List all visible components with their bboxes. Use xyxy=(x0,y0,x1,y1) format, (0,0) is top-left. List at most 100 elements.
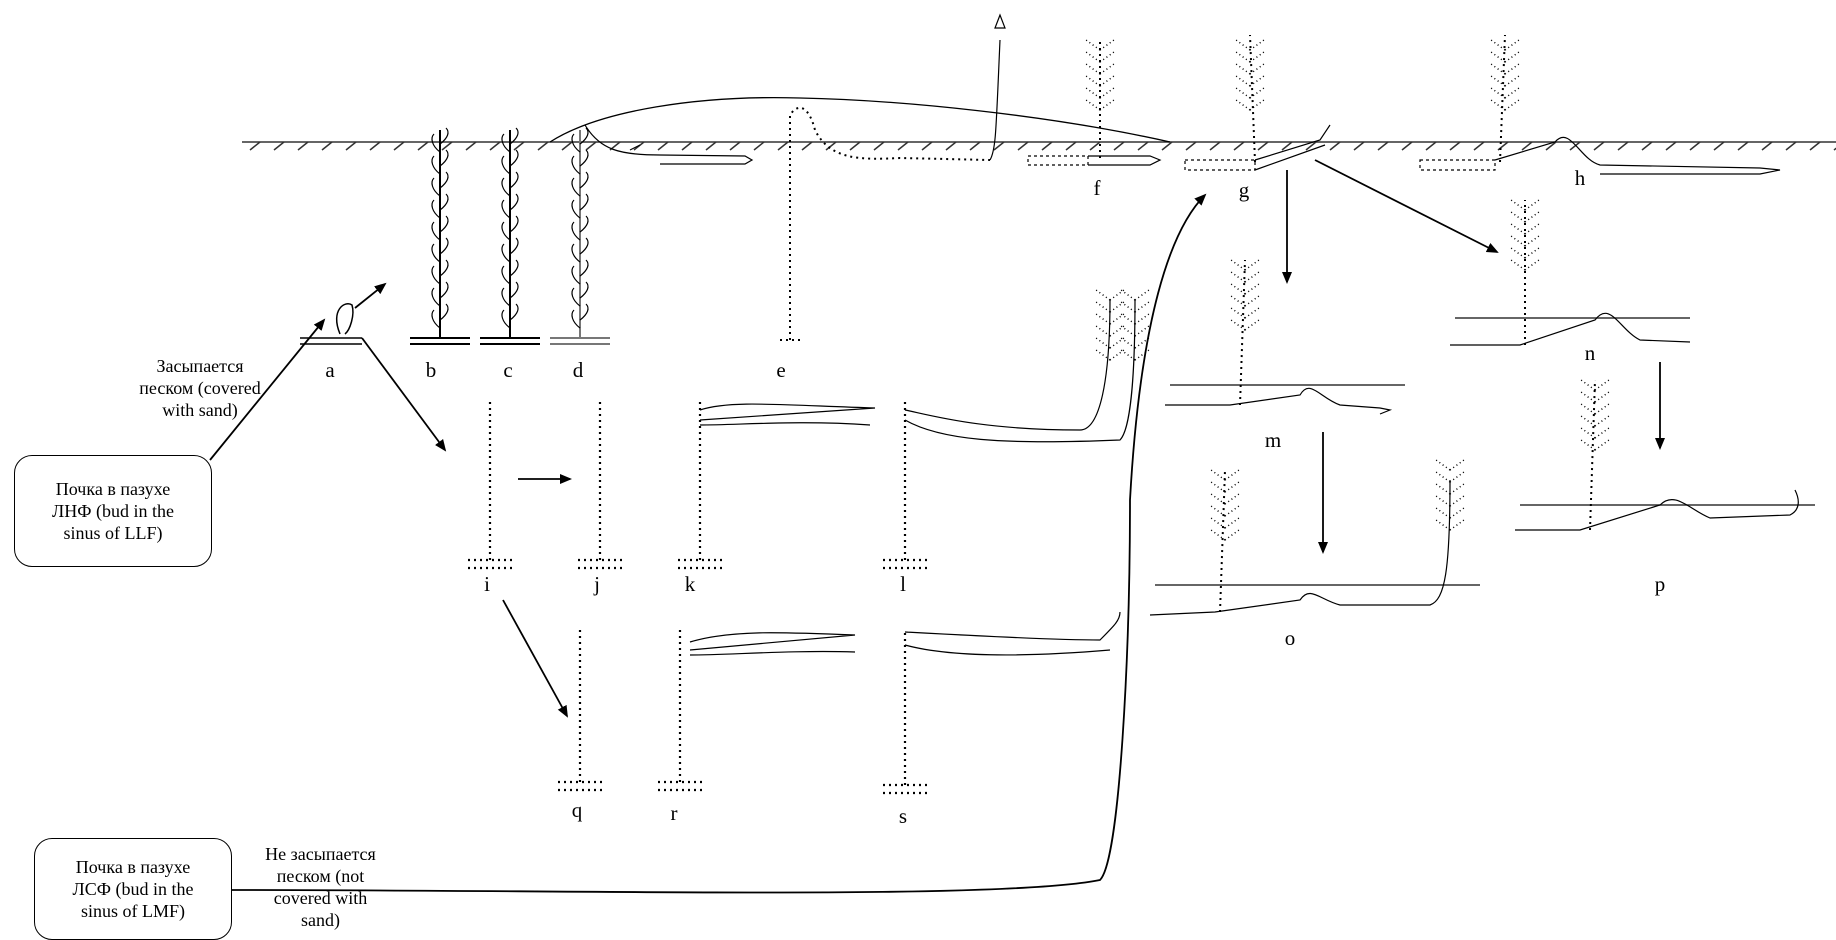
lmf-bud-box: Почка в пазухе ЛСФ (bud in the sinus of … xyxy=(34,838,232,940)
stage-label-e: e xyxy=(776,358,786,382)
inflorescence-branch xyxy=(1510,247,1540,259)
stage-label-a: a xyxy=(325,358,335,382)
inflorescence-branch xyxy=(1120,313,1150,325)
llf-bud-box: Почка в пазухе ЛНФ (bud in the sinus of … xyxy=(14,455,212,567)
inflorescence-branch xyxy=(1235,75,1265,87)
leaf-scale xyxy=(571,237,589,263)
inflorescence-branch xyxy=(1235,99,1265,111)
dotted-vertical-shoots xyxy=(468,400,927,795)
leaf-scale xyxy=(571,193,589,219)
arrow-a-to-i xyxy=(361,337,447,452)
inflorescence-branch xyxy=(1435,459,1465,471)
stage-label-f: f xyxy=(1093,176,1101,200)
stage-label-h: h xyxy=(1574,166,1586,190)
stage-g-plant xyxy=(1184,34,1331,171)
stage-label-l: l xyxy=(900,572,906,596)
inflorescence-branch xyxy=(1210,517,1240,529)
inflorescence-branch xyxy=(1085,39,1115,51)
inflorescence-branch xyxy=(1095,349,1125,361)
inflorescence-branch xyxy=(1085,75,1115,87)
leaf-clusters xyxy=(1085,39,1610,541)
leaf-scale xyxy=(431,215,449,241)
inflorescence-branch xyxy=(1095,289,1125,301)
inflorescence-branch xyxy=(1510,235,1540,247)
vertical-shoots-bcd xyxy=(410,127,610,345)
inflorescence-branch xyxy=(1120,289,1150,301)
leaf-scale xyxy=(571,215,589,241)
stage-label-r: r xyxy=(670,801,678,825)
leaf-scale xyxy=(571,281,589,307)
stage-a-bud xyxy=(300,303,362,345)
leaf-scale xyxy=(431,281,449,307)
inflorescence-branch xyxy=(1120,337,1150,349)
stage-label-p: p xyxy=(1654,572,1666,596)
inflorescence-branch xyxy=(1085,99,1115,111)
inflorescence-branch xyxy=(1435,507,1465,519)
leaf-scale xyxy=(431,193,449,219)
inflorescence-branch xyxy=(1210,505,1240,517)
leaf-scale xyxy=(501,149,519,175)
inflorescence-branch xyxy=(1235,87,1265,99)
inflorescence-branch xyxy=(1230,271,1260,283)
arrow-g-to-n xyxy=(1314,159,1499,253)
inflorescence-branch xyxy=(1490,63,1520,75)
inflorescence-branch xyxy=(1210,529,1240,541)
inflorescence-branch xyxy=(1580,439,1610,451)
inflorescence-branch xyxy=(1435,519,1465,531)
inflorescence-branch xyxy=(1095,313,1125,325)
leaf-scale xyxy=(431,237,449,263)
inflorescence-branch xyxy=(1230,259,1260,271)
inflorescence-branch xyxy=(1120,349,1150,361)
inflorescence-branch xyxy=(1210,493,1240,505)
leaf-scale xyxy=(571,149,589,175)
stage-label-c: c xyxy=(503,358,513,382)
plants-mnop xyxy=(1149,200,1799,616)
stage-f-plant xyxy=(1027,40,1162,166)
inflorescence-branch xyxy=(1230,319,1260,331)
sand-dune-outline xyxy=(549,97,1171,143)
leaf-scale xyxy=(501,127,519,153)
inflorescence-branch xyxy=(1230,295,1260,307)
stage-label-j: j xyxy=(594,572,600,596)
leaf-scale xyxy=(501,281,519,307)
inflorescence-branch xyxy=(1580,415,1610,427)
inflorescence-branch xyxy=(1095,337,1125,349)
inflorescence-branch xyxy=(1580,427,1610,439)
dotted-shoot xyxy=(678,400,722,570)
stage-label-s: s xyxy=(898,804,908,828)
horizontal-rhizomes-klrs xyxy=(689,299,1136,656)
inflorescence-branch xyxy=(1210,469,1240,481)
inflorescence-branch xyxy=(1435,471,1465,483)
leaf-scale xyxy=(501,193,519,219)
arrow-lmf-to-g xyxy=(231,193,1207,894)
vertical-shoot-d xyxy=(550,130,610,345)
arrow-a-to-b xyxy=(354,282,387,309)
dotted-shoot xyxy=(883,630,927,795)
leaf-scale xyxy=(571,127,589,153)
inflorescence-branch xyxy=(1510,223,1540,235)
vertical-shoot-c xyxy=(480,130,540,345)
leaf-scale xyxy=(431,127,449,153)
leaf-scale xyxy=(501,259,519,285)
leaf-scale xyxy=(431,149,449,175)
inflorescence-branch xyxy=(1490,87,1520,99)
dotted-shoot xyxy=(558,630,602,792)
inflorescence-branch xyxy=(1510,199,1540,211)
inflorescence-branch xyxy=(1085,87,1115,99)
leaf-scale xyxy=(501,215,519,241)
inflorescence-branch xyxy=(1490,99,1520,111)
inflorescence-branch xyxy=(1435,495,1465,507)
leaf-scale xyxy=(571,171,589,197)
inflorescence-branch xyxy=(1095,301,1125,313)
arrow-i-to-q xyxy=(502,599,568,718)
inflorescence-branch xyxy=(1490,75,1520,87)
stage-label-i: i xyxy=(484,572,490,596)
stage-label-n: n xyxy=(1584,341,1596,365)
main-ground-line xyxy=(242,141,1836,151)
inflorescence-branch xyxy=(1490,39,1520,51)
inflorescence-branch xyxy=(1120,301,1150,313)
flow-arrows xyxy=(209,159,1665,894)
leaf-scale xyxy=(501,237,519,263)
leaf-scale xyxy=(571,303,589,329)
